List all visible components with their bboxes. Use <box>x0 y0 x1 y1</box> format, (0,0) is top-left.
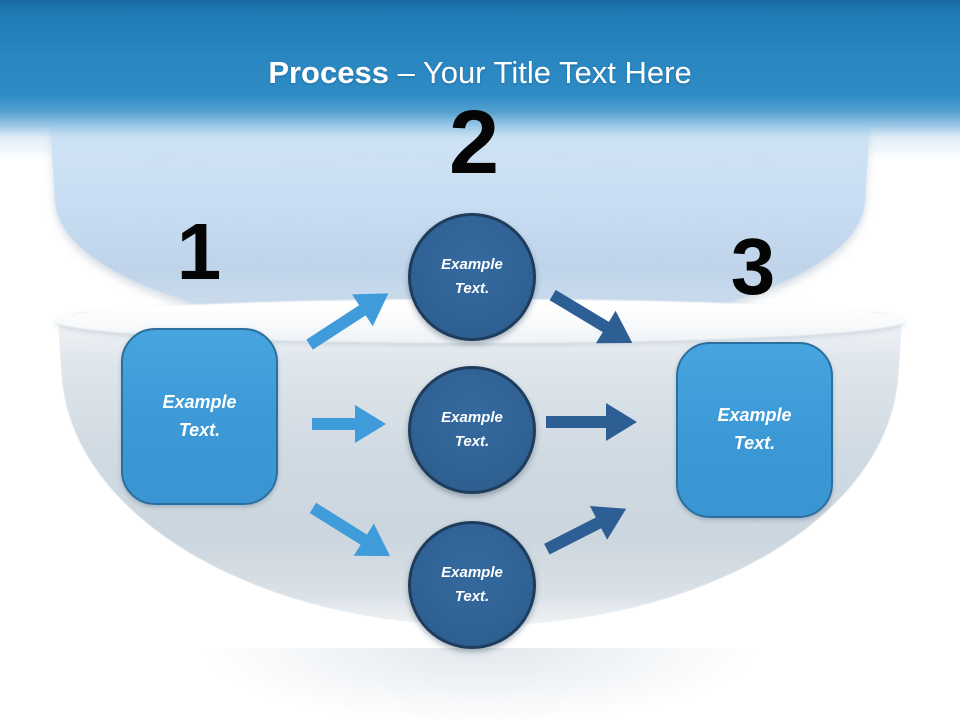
title-rest: – Your Title Text Here <box>397 55 692 90</box>
step-number-2: 2 <box>448 93 500 193</box>
step-box-right: Example Text. <box>676 342 833 518</box>
step-number-1: 1 <box>176 207 222 296</box>
connector-arrow-left-middle-icon <box>312 405 386 443</box>
step-number-3: 3 <box>730 222 776 311</box>
connector-arrow-left-top-icon <box>299 277 399 360</box>
step-box-left: Example Text. <box>121 328 278 505</box>
process-circle-bottom: Example Text. <box>408 521 536 649</box>
header-band <box>0 0 960 165</box>
connector-arrow-left-bottom-icon <box>303 492 400 572</box>
title-emphasis: Process <box>268 55 389 90</box>
slide-title: Process – Your Title Text Here <box>0 55 960 90</box>
process-circle-top: Example Text. <box>408 213 536 341</box>
process-circle-middle: Example Text. <box>408 366 536 494</box>
connector-arrow-right-top-icon <box>543 279 642 359</box>
bowl-photo-reflection <box>125 648 835 720</box>
connector-arrow-right-middle-icon <box>546 403 637 441</box>
connector-arrow-right-bottom-icon <box>538 492 635 566</box>
